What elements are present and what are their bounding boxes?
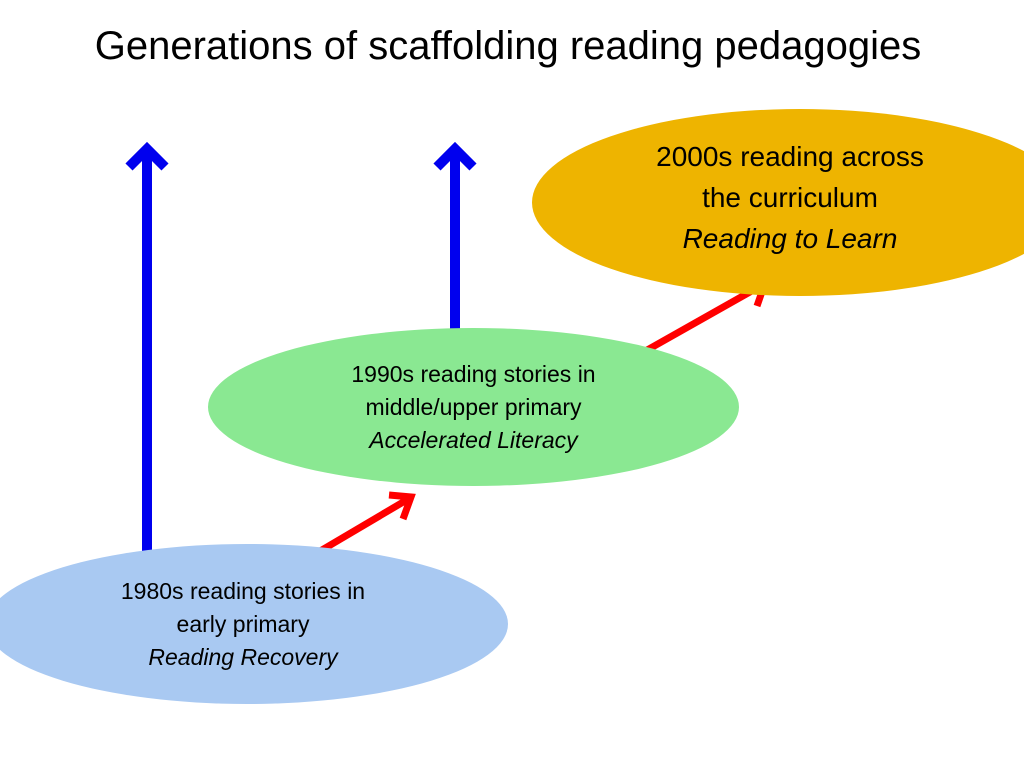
era-1980s-line1: 1980s reading stories in	[120, 577, 366, 604]
slide-title: Generations of scaffolding reading pedag…	[94, 24, 922, 68]
era-1990s-ellipse: 1990s reading stories in middle/upper pr…	[208, 328, 739, 486]
era-2000s-text: 2000s reading across the curriculum Read…	[656, 136, 924, 259]
era-1990s-text: 1990s reading stories in middle/upper pr…	[351, 358, 595, 457]
era-1980s-ellipse: 1980s reading stories in early primary R…	[0, 544, 508, 704]
era-1980s-line2: early primary	[176, 610, 310, 637]
era-2000s-pedagogy: Reading to Learn	[682, 223, 898, 254]
era-1990s-pedagogy: Accelerated Literacy	[369, 426, 578, 453]
era-1980s-pedagogy: Reading Recovery	[148, 643, 338, 670]
blue-arrow-left	[125, 141, 169, 552]
era-2000s-line2: the curriculum	[702, 182, 878, 213]
blue-arrow-right	[433, 141, 477, 332]
era-1990s-line2: middle/upper primary	[365, 393, 582, 420]
era-1990s-line1: 1990s reading stories in	[351, 360, 596, 387]
era-1980s-text: 1980s reading stories in early primary R…	[121, 575, 365, 674]
era-2000s-ellipse: 2000s reading across the curriculum Read…	[532, 109, 1024, 296]
era-2000s-line1: 2000s reading across	[656, 141, 924, 172]
